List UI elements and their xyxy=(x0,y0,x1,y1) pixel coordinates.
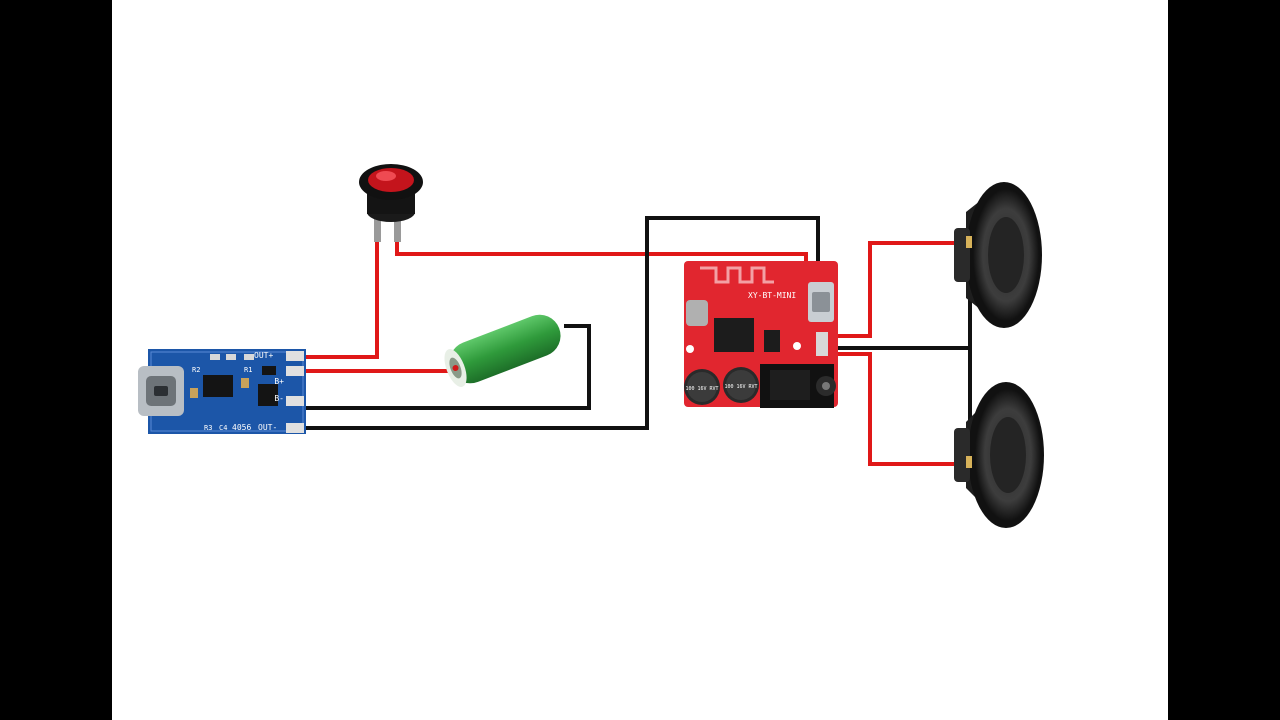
wire-battery-minus-to-charger-bminus xyxy=(298,324,591,410)
charger-label-r2: R2 xyxy=(192,366,200,374)
charger-pin-b-plus: B+ xyxy=(274,377,284,386)
charger-label-r1: R1 xyxy=(244,366,252,374)
charger-module: OUT+ B+ B- OUT- 4056 R3 C4 R1 R2 xyxy=(138,349,306,434)
charger-pin-b-minus: B- xyxy=(274,394,284,403)
wire-switch-to-charger-out-plus xyxy=(298,240,379,359)
wires xyxy=(298,216,972,466)
bluetooth-module: XY-BT-MINI 100 16V RVT 100 16V RVT xyxy=(684,261,838,408)
right-letterbox-bar xyxy=(1168,0,1280,720)
speaker-icon xyxy=(954,382,1044,528)
charger-pin-out-plus: OUT+ xyxy=(254,351,273,360)
tp4056-chip xyxy=(203,375,233,397)
rocker-switch-icon xyxy=(359,164,423,242)
charger-chip-label: 4056 xyxy=(232,423,251,432)
capacitor-2: 100 16V RVT xyxy=(723,367,759,403)
wire-bt-to-speaker2-positive xyxy=(828,352,972,466)
protection-chip xyxy=(258,384,278,406)
charger-pin-out-minus: OUT- xyxy=(258,423,277,432)
bt-module-label: XY-BT-MINI xyxy=(748,291,796,300)
battery-cell-icon xyxy=(444,314,561,387)
left-letterbox-bar xyxy=(0,0,112,720)
wire-bt-to-speaker1-positive xyxy=(828,241,972,338)
speaker-icon xyxy=(954,182,1042,328)
capacitor-1-label: 100 16V RVT xyxy=(685,386,718,392)
audio-jack xyxy=(760,364,836,408)
charger-label-c4: C4 xyxy=(219,424,227,432)
bt-audio-chip xyxy=(714,318,754,352)
charger-label-r3: R3 xyxy=(204,424,212,432)
capacitor-1: 100 16V RVT xyxy=(684,369,720,405)
usb-c-port xyxy=(138,366,184,416)
wire-charger-out-minus-to-bt-module xyxy=(298,216,820,430)
capacitor-2-label: 100 16V RVT xyxy=(724,384,757,390)
